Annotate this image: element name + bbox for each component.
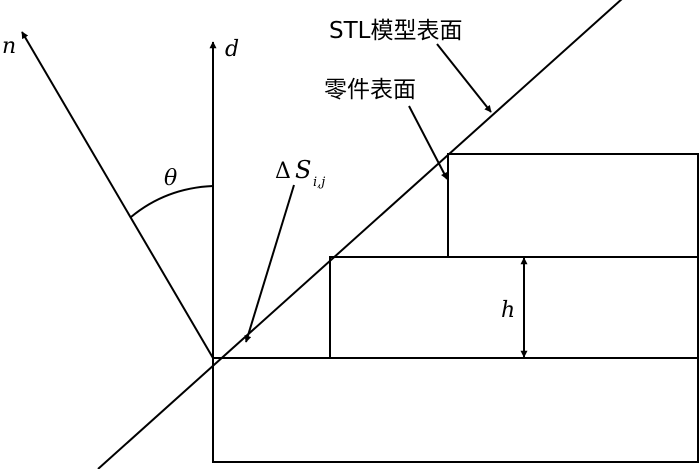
- layer-middle: [329, 256, 699, 359]
- subscript-label: i,j: [313, 175, 325, 190]
- layer-top: [447, 153, 699, 258]
- delta-s-pointer: [244, 184, 295, 343]
- normal-label: n: [2, 34, 16, 59]
- part-surface-label: 零件表面: [324, 77, 416, 103]
- normal-vector-arrow: [21, 31, 214, 359]
- s-label: S: [295, 156, 311, 184]
- part-surface-pointer: [408, 105, 448, 180]
- build-direction-label: d: [225, 37, 239, 62]
- stl-surface-label: STL模型表面: [329, 18, 462, 44]
- layer-bottom: [212, 357, 699, 463]
- angle-label: θ: [164, 166, 177, 191]
- layer-height-label: h: [501, 298, 515, 323]
- stl-surface-pointer: [436, 43, 492, 113]
- delta-label: Δ: [275, 159, 291, 184]
- angle-arc: [130, 185, 214, 218]
- stl-surface-line: [97, 0, 623, 469]
